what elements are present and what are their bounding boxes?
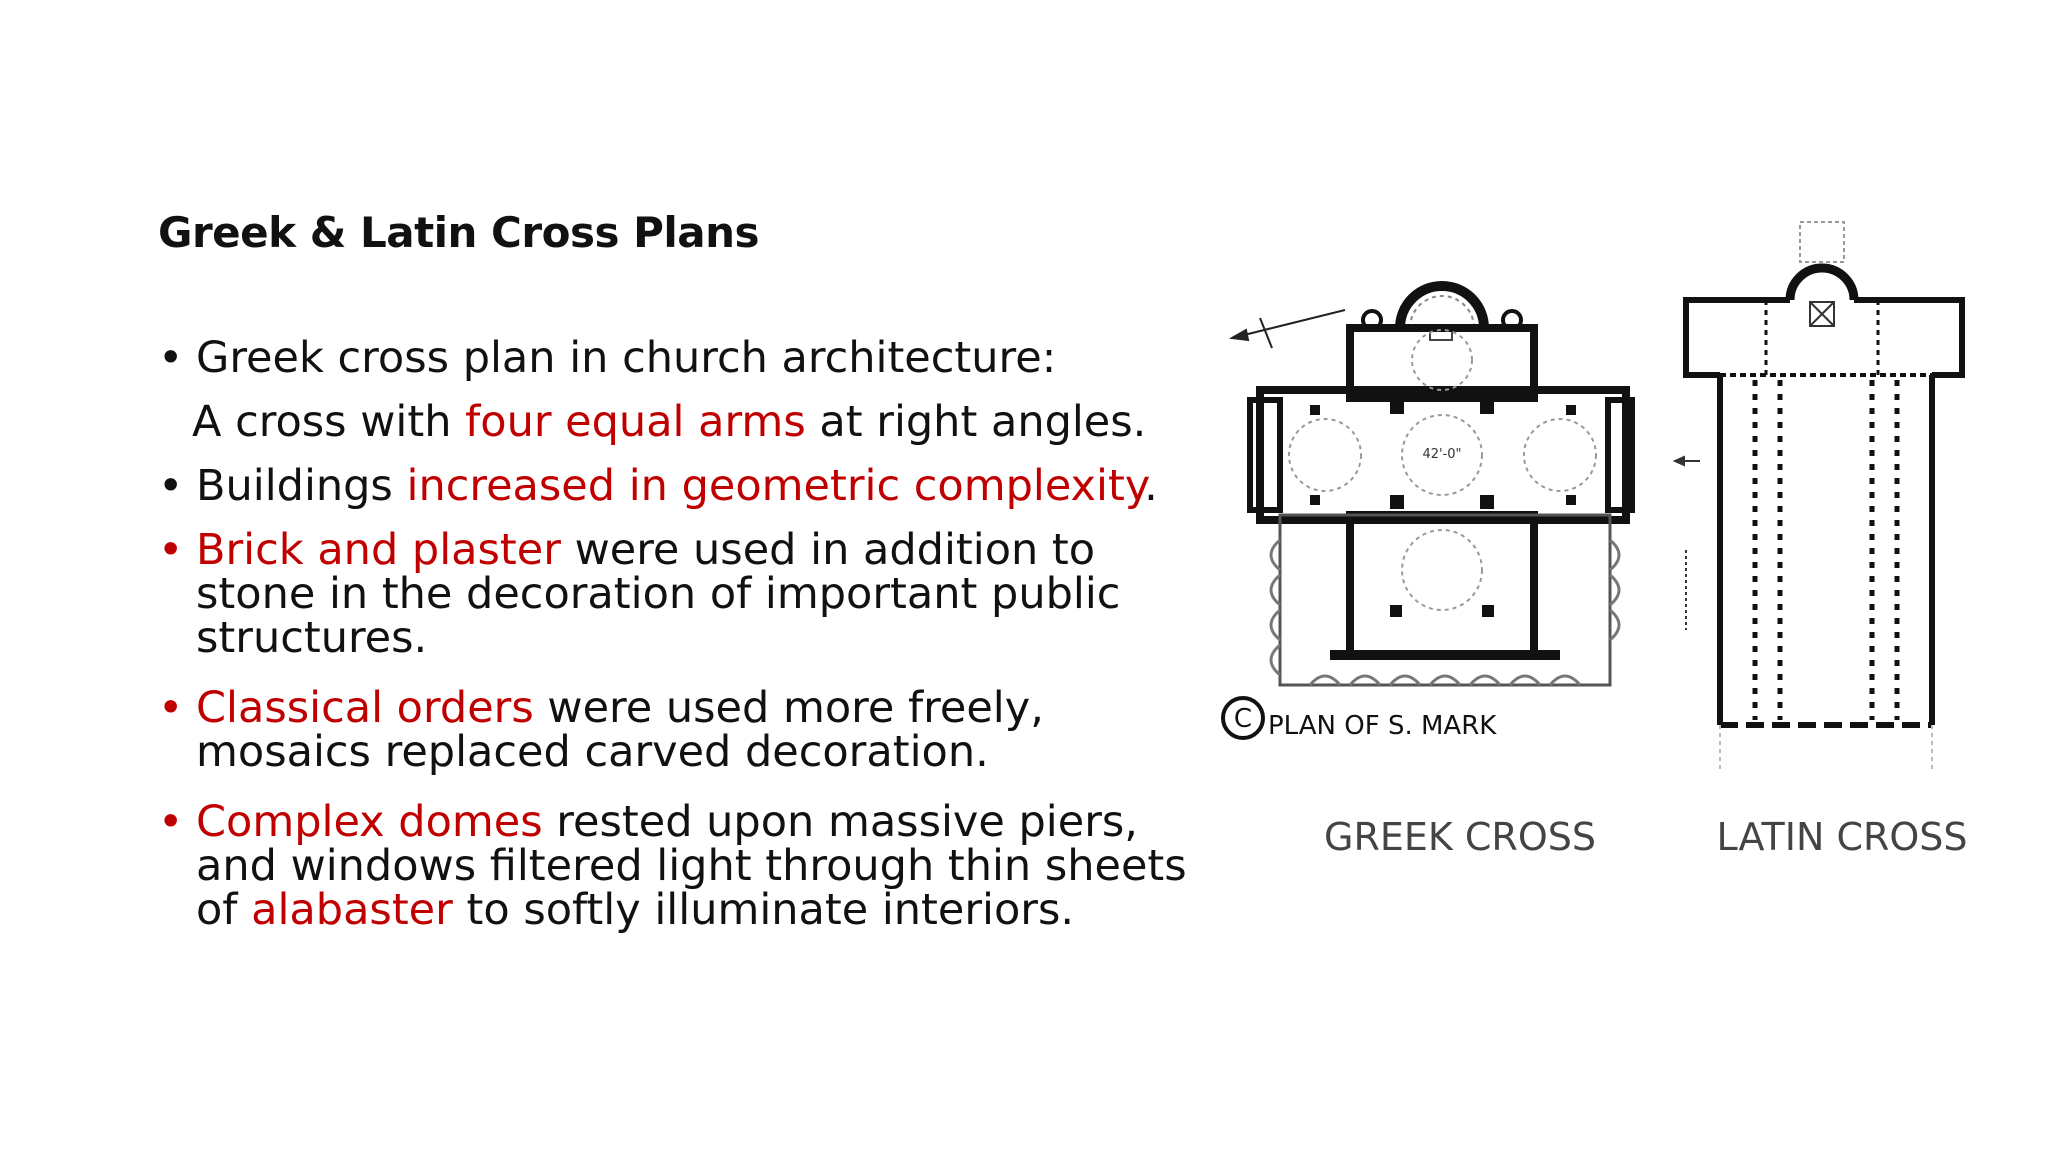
bullet-text: and windows filtered light through thin … — [196, 841, 1187, 891]
dome-dimension: 42'-0" — [1422, 447, 1461, 462]
bullet-item: • Complex domes rested upon massive pier… — [158, 800, 1188, 932]
highlight-text: increased in geometric complexity — [406, 461, 1145, 511]
copyright-icon — [1221, 696, 1265, 740]
pier-markers — [1310, 400, 1576, 617]
colonnade-lines — [1752, 380, 1900, 720]
highlight-text: four equal arms — [465, 397, 806, 447]
bullet-item: • Buildings increased in geometric compl… — [158, 464, 1188, 508]
highlight-text: Complex domes — [196, 797, 543, 847]
bullet-text: at right angles. — [805, 397, 1147, 447]
bullet-text: were used more freely, — [533, 683, 1044, 733]
side-chapels — [1269, 538, 1621, 686]
copyright-mark: C — [1234, 704, 1252, 734]
bullet-text: Buildings — [196, 461, 407, 511]
bullet-text: mosaics replaced carved decoration. — [196, 727, 989, 777]
highlight-text: alabaster — [251, 885, 453, 935]
north-arrow-icon — [1228, 309, 1346, 349]
bullet-text: were used in addition to — [560, 525, 1096, 575]
plan-caption: PLAN OF S. MARK — [1268, 711, 1497, 741]
highlight-text: Brick and plaster — [196, 525, 561, 575]
greek-cross-label: GREEK CROSS — [1324, 815, 1596, 859]
bullet-text: of — [196, 885, 252, 935]
latin-cross-plan: LATIN CROSS — [1672, 221, 1968, 859]
bullet-marker: • — [158, 797, 184, 847]
bullet-item: • Classical orders were used more freely… — [158, 686, 1188, 774]
bullet-list: • Greek cross plan in church architectur… — [158, 336, 1188, 932]
bullet-marker: • — [158, 333, 184, 383]
bullet-text: rested upon massive piers, — [542, 797, 1138, 847]
bullet-item: • Brick and plaster were used in additio… — [158, 528, 1188, 660]
bullet-text: Greek cross plan in church architecture: — [196, 333, 1057, 383]
plans-drawing: 42'-0" — [1221, 221, 1968, 859]
latin-cross-label: LATIN CROSS — [1716, 815, 1967, 859]
bullet-text: to softly illuminate interiors. — [452, 885, 1075, 935]
bullet-marker: • — [158, 525, 184, 575]
bullet-text: A cross with — [192, 397, 466, 447]
scale-marker-icon — [1672, 455, 1700, 630]
bullet-text: structures. — [196, 613, 428, 663]
bullet-marker: • — [158, 461, 184, 511]
bullet-item: • Greek cross plan in church architectur… — [158, 336, 1188, 380]
cross-plans-figure: 42'-0" — [1210, 210, 2000, 870]
greek-cross-plan: 42'-0" — [1221, 281, 1635, 859]
slide-title: Greek & Latin Cross Plans — [158, 208, 760, 257]
bullet-continuation: A cross with four equal arms at right an… — [158, 400, 1188, 444]
bullet-text: stone in the decoration of important pub… — [196, 569, 1121, 619]
bullet-text: . — [1144, 461, 1158, 511]
dome-circles — [1288, 329, 1597, 611]
highlight-text: Classical orders — [196, 683, 534, 733]
bullet-marker: • — [158, 683, 184, 733]
